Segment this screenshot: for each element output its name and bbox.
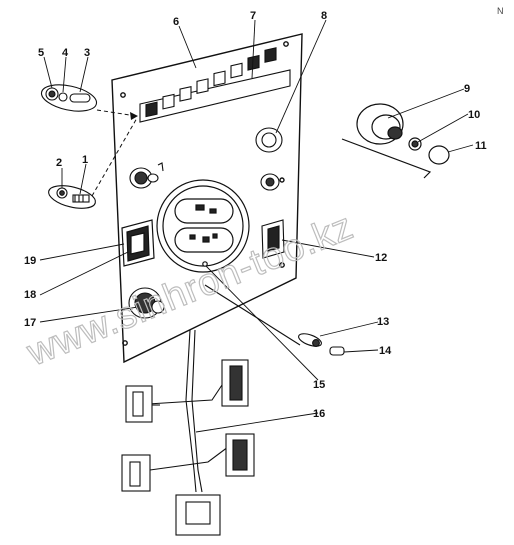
arrowhead — [130, 112, 138, 120]
callout-10: 10 — [468, 109, 480, 121]
callout-15: 15 — [313, 379, 325, 391]
harness-connectors — [121, 359, 255, 536]
callout-3: 3 — [84, 47, 90, 59]
sensor-and-bulb — [298, 333, 345, 356]
lamp-socket-group-upper — [40, 84, 98, 112]
callout-19: 19 — [24, 255, 36, 267]
assembly-arrows — [91, 109, 138, 197]
rocker-switch — [121, 219, 155, 267]
callout-18: 18 — [24, 289, 36, 301]
callout-14: 14 — [379, 345, 392, 357]
leader-lines — [39, 19, 474, 433]
callout-11: 11 — [475, 140, 487, 152]
callout-5: 5 — [38, 47, 44, 59]
callout-labels: 1 2 3 4 5 6 7 8 9 10 11 12 13 14 15 16 1… — [24, 10, 487, 420]
warning-lamp-holder — [129, 162, 164, 189]
callout-17: 17 — [24, 317, 36, 329]
callout-7: 7 — [250, 10, 256, 22]
corner-mark: N — [497, 6, 504, 16]
callout-13: 13 — [377, 316, 389, 328]
push-button-8 — [255, 127, 283, 153]
combination-gauge — [156, 179, 250, 273]
callout-1: 1 — [82, 154, 88, 166]
callout-6: 6 — [173, 16, 179, 28]
callout-4: 4 — [62, 47, 69, 59]
rotary-switch — [128, 287, 165, 319]
callout-16: 16 — [313, 408, 325, 420]
callout-2: 2 — [56, 157, 62, 169]
callout-8: 8 — [321, 10, 327, 22]
lamp-socket-group-lower — [48, 185, 96, 209]
indicator-lamp-strip — [139, 47, 291, 123]
wiring-harness — [147, 284, 301, 493]
toggle-switch — [261, 219, 285, 259]
callout-9: 9 — [464, 83, 470, 95]
ignition-switch-assembly — [341, 103, 450, 179]
callout-12: 12 — [375, 252, 387, 264]
small-indicator-lamp — [260, 173, 280, 191]
